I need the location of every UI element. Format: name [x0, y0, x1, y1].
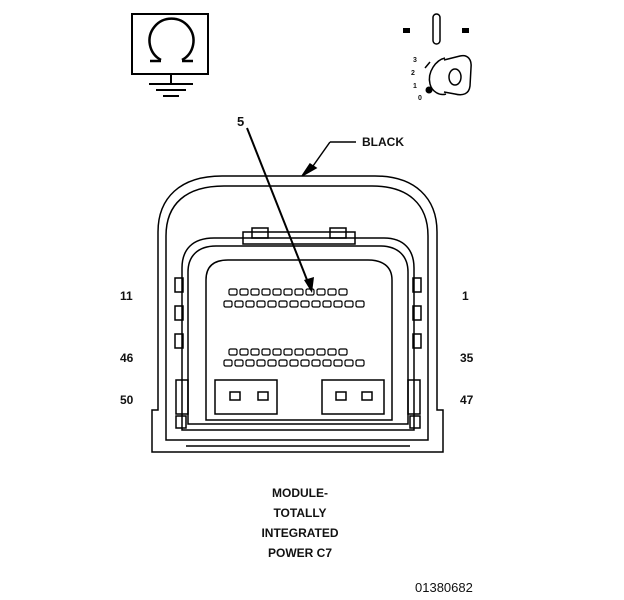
caption-line-2: TOTALLY [273, 506, 326, 520]
pin-cavity [305, 348, 315, 356]
pin-cavity [289, 300, 299, 308]
pin-label-11: 11 [120, 289, 133, 303]
pin-cavity [234, 300, 244, 308]
pin-cavity [283, 348, 293, 356]
caption-line-1: MODULE- [272, 486, 328, 500]
ignition-key-icon [403, 13, 472, 96]
pin-cavity [272, 288, 282, 296]
pin-cavity [267, 300, 277, 308]
pin-cavity [272, 348, 282, 356]
pin-cavity [355, 300, 365, 308]
pin-cavity [289, 359, 299, 367]
pin-cavity [234, 359, 244, 367]
pin-cavity [338, 288, 348, 296]
pin-cavity [261, 348, 271, 356]
pin-cavity [322, 359, 332, 367]
pin-label-35: 35 [460, 351, 474, 365]
pin-cavity [228, 288, 238, 296]
pin-cavity [355, 359, 365, 367]
pin-cavity [294, 348, 304, 356]
pin-label-47: 47 [460, 393, 474, 407]
pin-label-1: 1 [462, 289, 469, 303]
pin-label-46: 46 [120, 351, 134, 365]
callout-5-label: 5 [237, 114, 244, 129]
pin-cavity [338, 348, 348, 356]
pin-cavity [333, 300, 343, 308]
pin-cavity [344, 300, 354, 308]
pin-cavity [223, 359, 233, 367]
pin-cavity [316, 348, 326, 356]
ignition-positions: 3 2 1 0 [411, 57, 422, 102]
callout-5-arrowhead [304, 277, 314, 293]
pin-cavity [333, 359, 343, 367]
callout-5: 5 [237, 114, 314, 293]
figure-id: 01380682 [415, 580, 473, 595]
pin-cavity [256, 300, 266, 308]
pin-cavity [256, 359, 266, 367]
callout-5-leader [246, 127, 312, 291]
pin-cavity [278, 359, 288, 367]
pin-cavity [316, 288, 326, 296]
pin-cavity [300, 359, 310, 367]
pin-cavity [327, 288, 337, 296]
pin-cavity [228, 348, 238, 356]
pin-cavity [223, 300, 233, 308]
pin-cavity [245, 359, 255, 367]
pin-cavity [239, 348, 249, 356]
pin-cavity [250, 348, 260, 356]
pin-cavity [311, 359, 321, 367]
pin-cavity [327, 348, 337, 356]
pin-cavity [294, 288, 304, 296]
pin-cavity [322, 300, 332, 308]
ignition-pos-1: 1 [413, 83, 417, 90]
ignition-pos-0: 0 [418, 95, 422, 102]
pin-cavity [311, 300, 321, 308]
pin-cavity [239, 288, 249, 296]
pin-cavity [261, 288, 271, 296]
pin-label-50: 50 [120, 393, 134, 407]
pin-cavity [250, 288, 260, 296]
caption-line-3: INTEGRATED [261, 526, 338, 540]
pin-cavity [267, 359, 277, 367]
ignition-pos-2: 2 [411, 70, 415, 77]
pin-cavity [283, 288, 293, 296]
pin-cavity [300, 300, 310, 308]
color-label: BLACK [362, 135, 404, 149]
pin-cavity [344, 359, 354, 367]
pin-cavity [245, 300, 255, 308]
pin-rows [223, 288, 365, 367]
ohmmeter-ground-icon [131, 13, 209, 97]
connector-outline [151, 141, 444, 453]
ignition-pos-3: 3 [413, 57, 417, 64]
pin-cavity [278, 300, 288, 308]
caption-line-4: POWER C7 [268, 546, 332, 560]
